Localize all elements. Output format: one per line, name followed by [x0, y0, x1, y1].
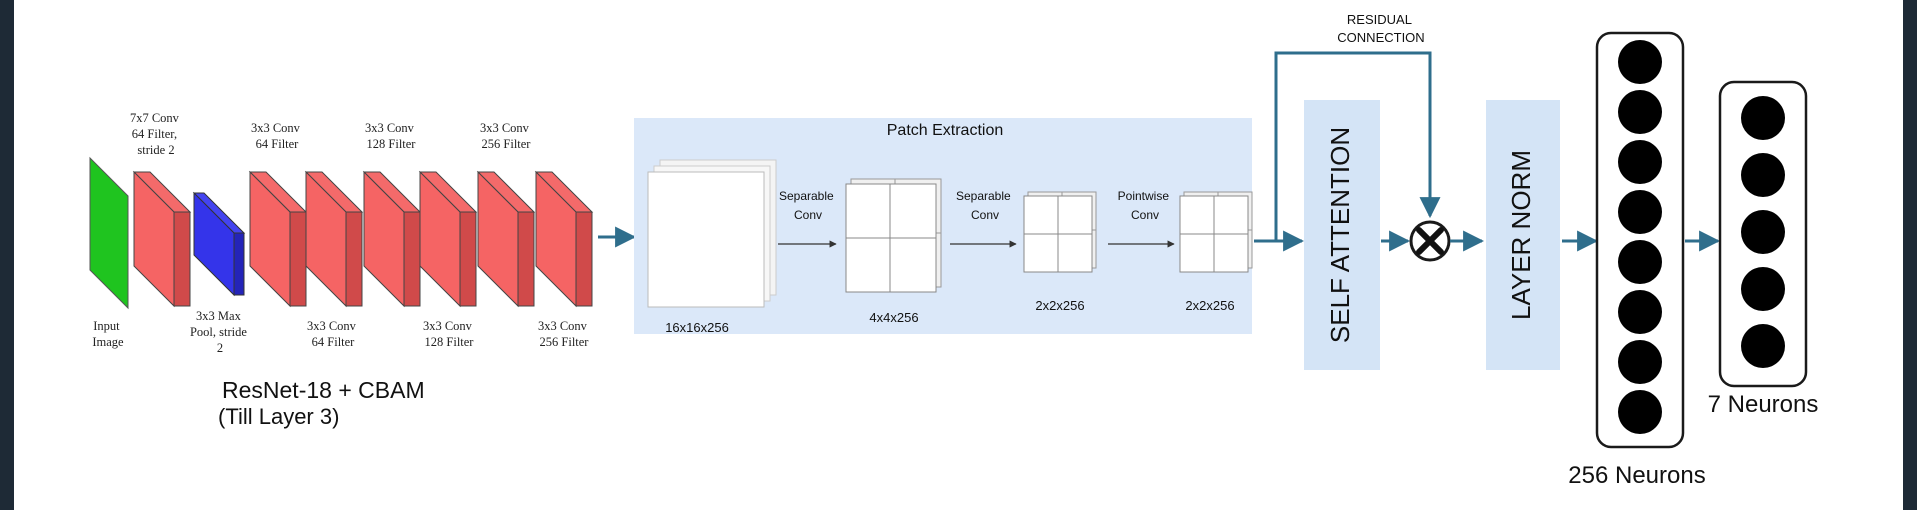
conv-block-1: [248, 170, 308, 308]
neuron-node: [1741, 210, 1785, 254]
patch-grid-2x2-b: [1179, 191, 1253, 273]
residual-connection-line: [1274, 51, 1441, 241]
shape-label-2x2-b: 2x2x256: [1185, 298, 1234, 313]
neuron-node: [1618, 140, 1662, 184]
op-label-pointwise: Pointwise Conv: [1118, 189, 1173, 222]
conv-block-5: [476, 170, 536, 308]
neuron-node: [1618, 340, 1662, 384]
conv-block-4: [418, 170, 478, 308]
shape-label-2x2-a: 2x2x256: [1035, 298, 1084, 313]
neuron-node: [1618, 290, 1662, 334]
conv64-bottom-label: 3x3 Conv 64 Filter: [307, 319, 359, 349]
residual-connection-label: RESIDUAL CONNECTION: [1337, 12, 1424, 45]
conv128-bottom-label: 3x3 Conv 128 Filter: [423, 319, 475, 349]
neuron-node: [1618, 390, 1662, 434]
op-label-separable-1: Separable Conv: [779, 189, 837, 222]
resnet-title: ResNet-18 + CBAM: [222, 377, 425, 403]
conv-block-2: [304, 170, 364, 308]
neuron-node: [1618, 40, 1662, 84]
conv64-top-label: 3x3 Conv 64 Filter: [251, 121, 303, 151]
neuron-node: [1618, 90, 1662, 134]
resnet-backbone: 7x7 Conv 64 Filter, stride 2 3x3 Conv 64…: [89, 111, 594, 429]
dense-layer-256-label: 256 Neurons: [1568, 462, 1705, 489]
neuron-node: [1741, 324, 1785, 368]
neuron-node: [1741, 267, 1785, 311]
op-label-separable-2: Separable Conv: [956, 189, 1014, 222]
resnet-subtitle: (Till Layer 3): [218, 404, 339, 429]
maxpool-block: [192, 191, 246, 297]
input-image-label: Input Image: [92, 319, 124, 349]
right-frame-edge: [1903, 0, 1917, 510]
self-attention-label: SELF ATTENTION: [1325, 127, 1355, 343]
patch-extraction-title: Patch Extraction: [887, 122, 1004, 139]
conv256-top-label: 3x3 Conv 256 Filter: [480, 121, 532, 151]
dense-layer-256: [1595, 31, 1685, 449]
residual-add-node: [1409, 220, 1451, 262]
self-attention-block: [1304, 100, 1380, 370]
patch-extraction-panel: Patch Extraction 16x16x256 Separable Con…: [634, 118, 1253, 335]
patch-grid-2x2-a: [1023, 191, 1097, 273]
shape-label-4x4: 4x4x256: [869, 310, 918, 325]
output-layer-7-nodes: [1741, 96, 1785, 368]
conv128-top-label: 3x3 Conv 128 Filter: [365, 121, 417, 151]
layer-norm-label: LAYER NORM: [1506, 150, 1536, 320]
feature-map-16x16: [647, 159, 777, 308]
output-layer-7: [1718, 80, 1808, 388]
neuron-node: [1741, 96, 1785, 140]
neuron-node: [1618, 240, 1662, 284]
left-frame-edge: [0, 0, 14, 510]
neuron-node: [1618, 190, 1662, 234]
conv1-label: 7x7 Conv 64 Filter, stride 2: [130, 111, 182, 157]
patch-grid-4x4: [845, 178, 942, 293]
neuron-node: [1741, 153, 1785, 197]
maxpool-label: 3x3 Max Pool, stride 2: [190, 309, 250, 355]
conv-block-3: [362, 170, 422, 308]
conv256-bottom-label: 3x3 Conv 256 Filter: [538, 319, 590, 349]
conv-block-6: [534, 170, 594, 308]
shape-label-16x16: 16x16x256: [665, 320, 729, 335]
output-layer-7-label: 7 Neurons: [1708, 391, 1819, 418]
layer-norm-block: [1486, 100, 1560, 370]
conv1-block: [132, 170, 192, 308]
dense-layer-256-nodes: [1618, 40, 1662, 434]
input-image-layer: [89, 156, 129, 310]
